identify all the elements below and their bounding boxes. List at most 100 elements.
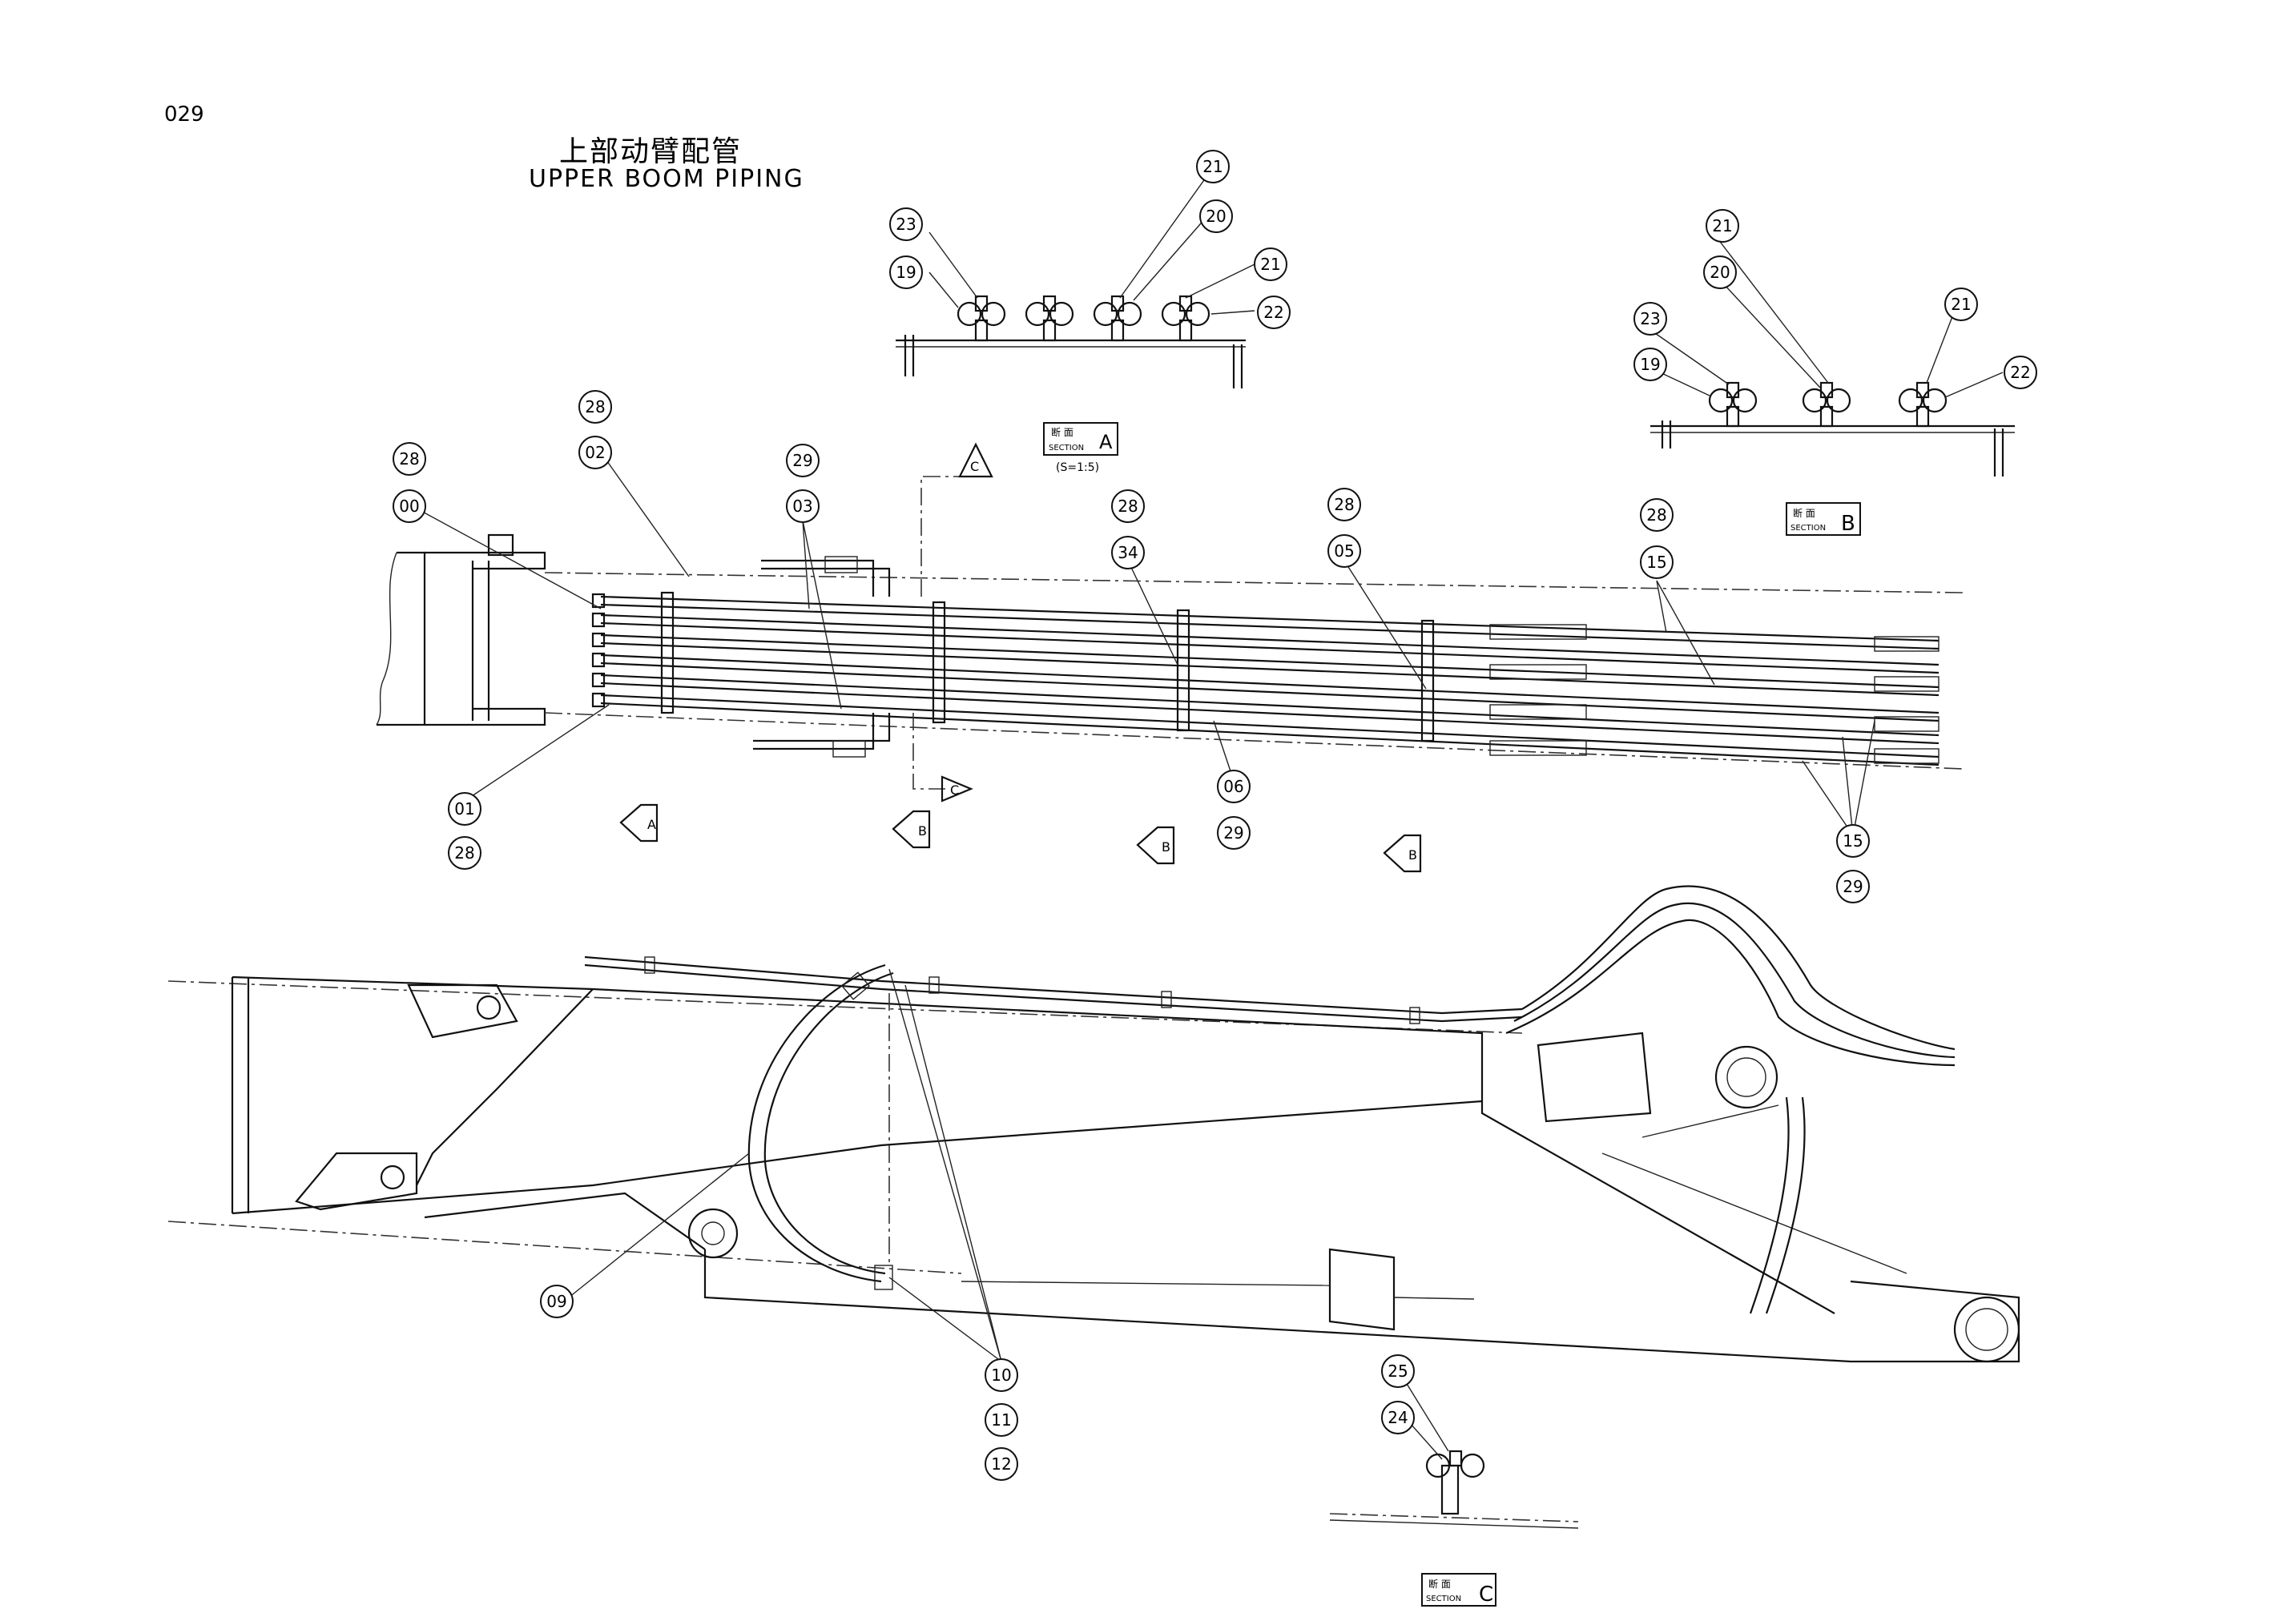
section-c-detail (1329, 1369, 1579, 1529)
callout-bubble: 12 (985, 1447, 1018, 1481)
callout-bubble: 05 (1327, 534, 1361, 568)
svg-text:B: B (1162, 839, 1170, 855)
side-view-boom (167, 885, 2020, 1363)
callout-bubble: 06 (1217, 770, 1251, 803)
callout-bubbles: 21 20 23 21 19 22 21 20 21 23 19 22 28 0… (393, 150, 2037, 1481)
drawing-title-en: UPPER BOOM PIPING (529, 165, 804, 193)
svg-text:03: 03 (792, 497, 812, 516)
svg-text:25: 25 (1388, 1362, 1408, 1381)
svg-text:28: 28 (585, 397, 605, 416)
svg-text:19: 19 (1640, 355, 1660, 374)
svg-text:06: 06 (1223, 777, 1243, 796)
callout-bubble: 22 (2004, 356, 2037, 389)
callout-bubble: 23 (1633, 302, 1667, 336)
svg-text:21: 21 (1260, 255, 1280, 274)
svg-text:28: 28 (454, 843, 474, 863)
svg-text:15: 15 (1843, 831, 1863, 851)
callout-bubble: 11 (985, 1403, 1018, 1437)
svg-text:22: 22 (2010, 363, 2030, 382)
callout-bubble: 21 (1196, 150, 1230, 183)
svg-text:11: 11 (991, 1410, 1011, 1430)
callout-bubble: 29 (1836, 870, 1870, 903)
callout-bubble: 15 (1836, 824, 1870, 858)
callout-bubble: 10 (985, 1358, 1018, 1392)
section-b-detail (1633, 231, 2015, 477)
section-c-en: SECTION (1426, 1595, 1461, 1603)
section-b-en: SECTION (1790, 524, 1826, 533)
view-arrow-a: A (619, 803, 659, 843)
svg-text:21: 21 (1202, 157, 1223, 176)
svg-text:10: 10 (991, 1366, 1011, 1385)
view-arrow-b-2: B (1136, 826, 1175, 865)
svg-text:28: 28 (1646, 505, 1666, 525)
callout-bubble: 03 (786, 489, 820, 523)
cut-letter-c-bottom: C (950, 782, 959, 798)
callout-bubble: 19 (1633, 348, 1667, 381)
callout-bubble: 28 (1640, 498, 1674, 532)
section-a-label: 断 面 SECTION A (S=1:5) (1043, 422, 1118, 474)
svg-text:23: 23 (896, 215, 916, 234)
page-number: 029 (164, 103, 204, 127)
section-c-cn: 断 面 (1428, 1578, 1451, 1590)
callout-bubble: 01 (448, 792, 481, 826)
top-view-boom (376, 442, 1964, 802)
callout-bubble: 21 (1254, 247, 1287, 281)
callout-bubble: 19 (889, 255, 923, 289)
svg-text:19: 19 (896, 263, 916, 282)
section-c-label: 断 面 SECTION C (1421, 1573, 1496, 1607)
section-b-letter: B (1841, 512, 1855, 536)
svg-text:22: 22 (1263, 303, 1283, 322)
callout-bubble: 28 (448, 836, 481, 870)
svg-text:B: B (1408, 847, 1417, 863)
section-b-label: 断 面 SECTION B (1786, 502, 1861, 536)
section-a-cn: 断 面 (1051, 426, 1073, 438)
svg-text:24: 24 (1388, 1408, 1408, 1427)
svg-text:29: 29 (1843, 877, 1863, 896)
svg-text:28: 28 (399, 449, 419, 469)
callout-bubble: 28 (1327, 488, 1361, 521)
callout-bubble: 28 (393, 442, 426, 476)
svg-text:05: 05 (1334, 541, 1354, 561)
section-c-letter: C (1479, 1583, 1493, 1607)
callout-bubble: 23 (889, 207, 923, 241)
callout-bubble: 28 (578, 390, 612, 424)
callout-bubble: 34 (1111, 536, 1145, 569)
svg-text:29: 29 (1223, 823, 1243, 843)
svg-text:28: 28 (1118, 497, 1138, 516)
section-a-en: SECTION (1049, 444, 1084, 453)
view-arrow-b-1: B (892, 810, 931, 849)
svg-text:23: 23 (1640, 309, 1660, 328)
callout-bubble: 00 (393, 489, 426, 523)
svg-text:29: 29 (792, 451, 812, 470)
callout-bubble: 15 (1640, 545, 1674, 579)
svg-text:28: 28 (1334, 495, 1354, 514)
section-a-scale: (S=1:5) (1056, 461, 1099, 474)
svg-text:B: B (918, 823, 927, 839)
section-a-detail (896, 177, 1255, 388)
svg-text:15: 15 (1646, 553, 1666, 572)
svg-text:34: 34 (1118, 543, 1138, 562)
svg-text:12: 12 (991, 1454, 1011, 1474)
section-a-letter: A (1099, 431, 1113, 453)
svg-text:20: 20 (1206, 207, 1226, 226)
section-b-cn: 断 面 (1793, 507, 1815, 519)
svg-text:09: 09 (546, 1292, 566, 1311)
callout-bubble: 20 (1199, 199, 1233, 233)
cut-letter-c-top: C (970, 459, 979, 474)
view-arrows: A B B B C C (619, 459, 1422, 873)
callout-bubble: 09 (540, 1285, 574, 1318)
callout-bubble: 21 (1706, 209, 1739, 243)
callout-bubble: 02 (578, 436, 612, 469)
svg-text:20: 20 (1710, 263, 1730, 282)
leader-lines (409, 444, 1875, 1362)
callout-bubble: 28 (1111, 489, 1145, 523)
svg-text:02: 02 (585, 443, 605, 462)
svg-text:01: 01 (454, 799, 474, 819)
callout-bubble: 29 (786, 444, 820, 477)
svg-text:A: A (647, 817, 656, 832)
view-arrow-b-3: B (1383, 834, 1422, 873)
svg-text:21: 21 (1712, 216, 1732, 235)
callout-bubble: 21 (1944, 288, 1978, 321)
drawing-title-cn: 上部动臂配管 (559, 135, 743, 168)
